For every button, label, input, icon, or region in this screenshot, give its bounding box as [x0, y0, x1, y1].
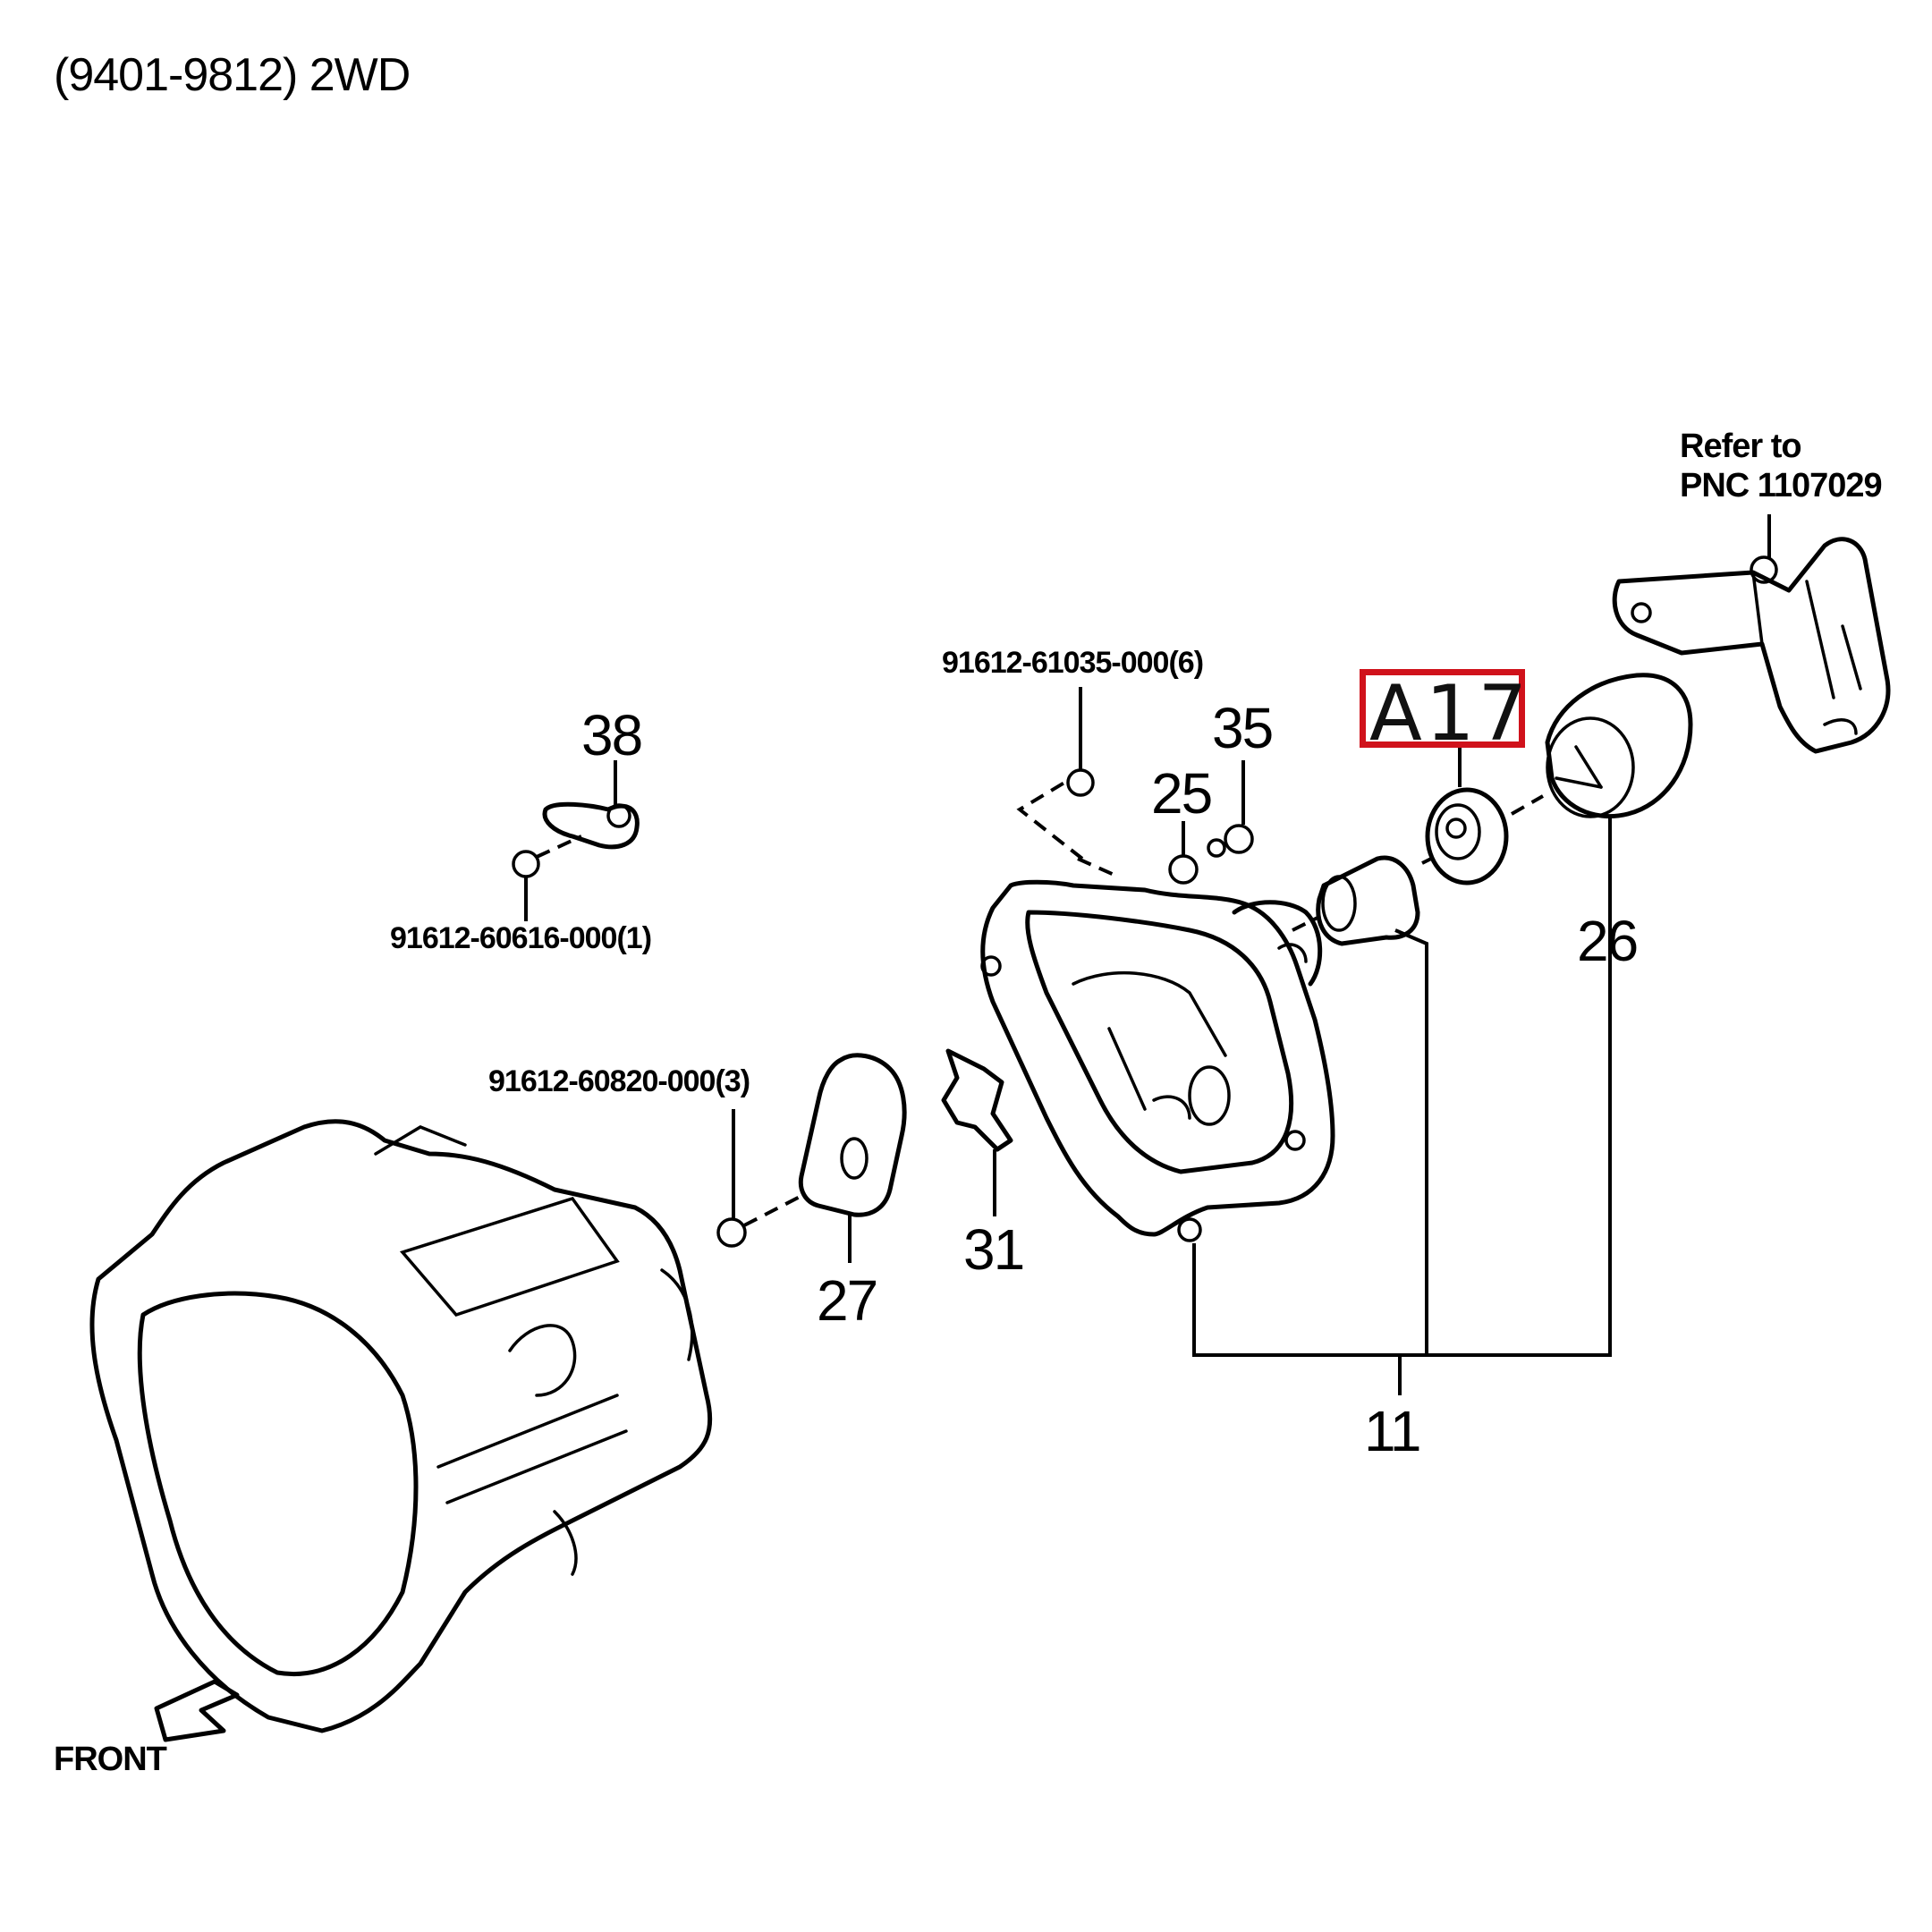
- part-38-bracket: [512, 760, 640, 921]
- part-number-61035: 91612-61035-000(6): [942, 646, 1204, 680]
- callout-38: 38: [581, 703, 643, 767]
- reference-note: Refer to PNC 1107029: [1680, 428, 1883, 505]
- callout-11-bracket: [1192, 832, 1612, 1395]
- part-31-fork: [941, 1048, 1013, 1216]
- callout-27: 27: [817, 1268, 878, 1333]
- callout-11: 11: [1364, 1399, 1421, 1463]
- page-title: (9401-9812) 2WD: [54, 49, 411, 101]
- part-a17-bearing: [1421, 747, 1544, 886]
- pnc-1107029-part: [1612, 514, 1891, 754]
- part-25-35-fasteners: [1168, 760, 1254, 885]
- transmission-case: [89, 1119, 713, 1733]
- extension-housing: [980, 687, 1335, 1242]
- part-26-ring: [1545, 673, 1693, 903]
- front-label: FRONT: [54, 1741, 167, 1778]
- callout-25: 25: [1151, 761, 1213, 826]
- reference-line-2: PNC 1107029: [1680, 466, 1883, 504]
- callout-31: 31: [963, 1217, 1025, 1282]
- callout-26: 26: [1577, 909, 1639, 973]
- callout-35: 35: [1212, 696, 1274, 760]
- part-number-60820: 91612-60820-000(3): [488, 1064, 750, 1098]
- part-27-plate: [716, 1053, 907, 1263]
- front-arrow-icon: [154, 1679, 240, 1742]
- reference-line-1: Refer to: [1680, 428, 1802, 465]
- highlighted-callout-a17[interactable]: A17: [1360, 669, 1527, 752]
- part-number-60616: 91612-60616-000(1): [390, 921, 652, 955]
